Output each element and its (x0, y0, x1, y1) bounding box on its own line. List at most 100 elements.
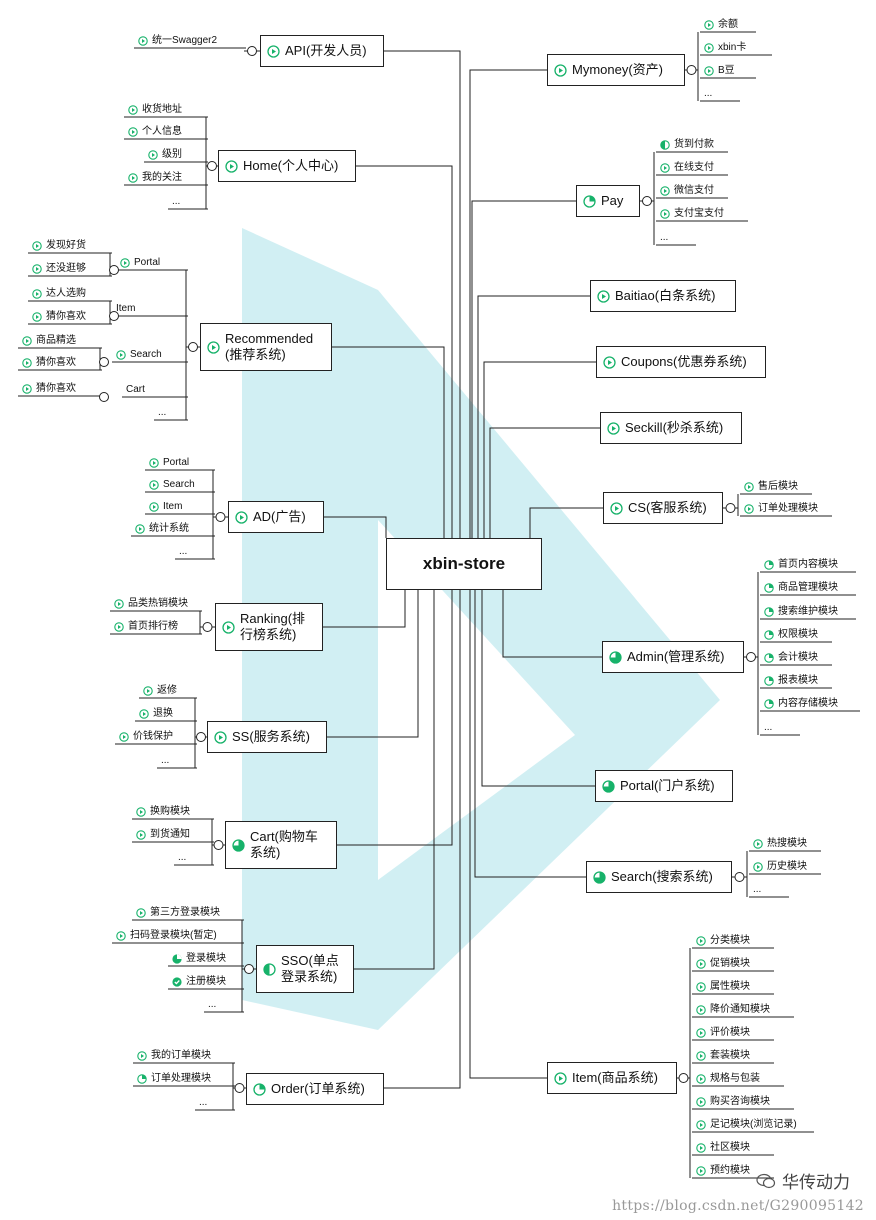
leaf-item[interactable]: 注册模块 (172, 976, 226, 988)
leaf-item[interactable]: ... (161, 755, 169, 767)
leaf-item[interactable]: 品类热销模块 (114, 598, 188, 610)
leaf-item[interactable]: B豆 (704, 65, 735, 77)
leaf-item[interactable]: ... (764, 722, 772, 734)
leaf-item[interactable]: 预约模块 (696, 1165, 750, 1177)
leaf-item[interactable]: 订单处理模块 (744, 503, 818, 515)
leaf-item[interactable]: 售后模块 (744, 481, 798, 493)
leaf-item[interactable]: ... (178, 852, 186, 864)
leaf-item[interactable]: 购买咨询模块 (696, 1096, 770, 1108)
module-mymoney[interactable]: Mymoney(资产) (547, 54, 685, 86)
module-baitiao[interactable]: Baitiao(白条系统) (590, 280, 736, 312)
leaf-item[interactable]: 猜你喜欢 (22, 357, 76, 369)
leaf-item[interactable]: 分类模块 (696, 935, 750, 947)
module-portal[interactable]: Portal(门户系统) (595, 770, 733, 802)
module-api[interactable]: API(开发人员) (260, 35, 384, 67)
module-search[interactable]: Search(搜索系统) (586, 861, 732, 893)
leaf-item[interactable]: ... (158, 407, 166, 419)
module-cart[interactable]: Cart(购物车系统) (225, 821, 337, 869)
leaf-item[interactable]: 个人信息 (128, 126, 182, 138)
module-cs[interactable]: CS(客服系统) (603, 492, 723, 524)
center-node-xbin-store[interactable]: xbin-store (386, 538, 542, 590)
module-seckill[interactable]: Seckill(秒杀系统) (600, 412, 742, 444)
collapse-knob[interactable] (213, 840, 224, 850)
leaf-item[interactable]: 社区模块 (696, 1142, 750, 1154)
leaf-item[interactable]: 首页内容模块 (764, 559, 838, 571)
leaf-item[interactable]: 级别 (148, 149, 182, 161)
leaf-item[interactable]: Search (149, 479, 195, 491)
collapse-knob[interactable] (215, 512, 226, 522)
leaf-item[interactable]: Item (149, 501, 182, 513)
leaf-item[interactable]: 支付宝支付 (660, 208, 724, 220)
collapse-knob[interactable] (734, 872, 745, 882)
leaf-item[interactable]: 换购模块 (136, 806, 190, 818)
leaf-item[interactable]: Portal (120, 257, 160, 269)
leaf-item[interactable]: 降价通知模块 (696, 1004, 770, 1016)
leaf-item[interactable]: 还没逛够 (32, 263, 86, 275)
module-order[interactable]: Order(订单系统) (246, 1073, 384, 1105)
collapse-knob[interactable] (642, 196, 652, 206)
leaf-item[interactable]: 规格与包装 (696, 1073, 760, 1085)
leaf-item[interactable]: 历史模块 (753, 861, 807, 873)
leaf-item[interactable]: 第三方登录模块 (136, 907, 220, 919)
leaf-item[interactable]: 退换 (139, 708, 173, 720)
leaf-item[interactable]: ... (704, 88, 712, 100)
leaf-item[interactable]: 返修 (143, 685, 177, 697)
leaf-item[interactable]: 套装模块 (696, 1050, 750, 1062)
leaf-item[interactable]: 价钱保护 (119, 731, 173, 743)
leaf-item[interactable]: 余额 (704, 19, 738, 31)
leaf-item[interactable]: 统一Swagger2 (138, 35, 217, 47)
leaf-item[interactable]: 报表模块 (764, 675, 818, 687)
collapse-knob[interactable] (678, 1073, 689, 1083)
module-ss[interactable]: SS(服务系统) (207, 721, 327, 753)
leaf-item[interactable]: 统计系统 (135, 523, 189, 535)
collapse-knob[interactable] (109, 265, 119, 275)
leaf-item[interactable]: ... (660, 232, 668, 244)
leaf-item[interactable]: 搜索维护模块 (764, 606, 838, 618)
collapse-knob[interactable] (99, 357, 109, 367)
collapse-knob[interactable] (202, 622, 213, 632)
leaf-item[interactable]: ... (179, 546, 187, 558)
module-admin[interactable]: Admin(管理系统) (602, 641, 744, 673)
leaf-item[interactable]: 商品精选 (22, 335, 76, 347)
module-sso[interactable]: SSO(单点登录系统) (256, 945, 354, 993)
module-ranking[interactable]: Ranking(排行榜系统) (215, 603, 323, 651)
leaf-item[interactable]: 货到付款 (660, 139, 714, 151)
leaf-item[interactable]: 首页排行榜 (114, 621, 178, 633)
leaf-item[interactable]: 评价模块 (696, 1027, 750, 1039)
leaf-item[interactable]: 达人选购 (32, 288, 86, 300)
leaf-item[interactable]: Cart (126, 384, 145, 396)
module-ad[interactable]: AD(广告) (228, 501, 324, 533)
leaf-item[interactable]: 登录模块 (172, 953, 226, 965)
leaf-item[interactable]: 收货地址 (128, 104, 182, 116)
leaf-item[interactable]: 促销模块 (696, 958, 750, 970)
collapse-knob[interactable] (207, 161, 217, 171)
module-coupons[interactable]: Coupons(优惠券系统) (596, 346, 766, 378)
leaf-item[interactable]: 我的订单模块 (137, 1050, 211, 1062)
collapse-knob[interactable] (99, 392, 109, 402)
leaf-item[interactable]: 订单处理模块 (137, 1073, 211, 1085)
leaf-item[interactable]: 我的关注 (128, 172, 182, 184)
module-pay[interactable]: Pay (576, 185, 640, 217)
collapse-knob[interactable] (247, 46, 257, 56)
leaf-item[interactable]: 足记模块(浏览记录) (696, 1119, 797, 1131)
collapse-knob[interactable] (109, 311, 119, 321)
leaf-item[interactable]: ... (208, 999, 216, 1011)
leaf-item[interactable]: 权限模块 (764, 629, 818, 641)
leaf-item[interactable]: ... (172, 196, 180, 208)
collapse-knob[interactable] (196, 732, 206, 742)
leaf-item[interactable]: ... (753, 884, 761, 896)
leaf-item[interactable]: Search (116, 349, 162, 361)
leaf-item[interactable]: 热搜模块 (753, 838, 807, 850)
collapse-knob[interactable] (244, 964, 254, 974)
collapse-knob[interactable] (188, 342, 198, 352)
leaf-item[interactable]: Portal (149, 457, 189, 469)
leaf-item[interactable]: 微信支付 (660, 185, 714, 197)
module-home[interactable]: Home(个人中心) (218, 150, 356, 182)
leaf-item[interactable]: xbin卡 (704, 42, 746, 54)
collapse-knob[interactable] (686, 65, 697, 75)
leaf-item[interactable]: 内容存储模块 (764, 698, 838, 710)
collapse-knob[interactable] (234, 1083, 245, 1093)
leaf-item[interactable]: 属性模块 (696, 981, 750, 993)
leaf-item[interactable]: 扫码登录模块(暂定) (116, 930, 217, 942)
collapse-knob[interactable] (746, 652, 756, 662)
